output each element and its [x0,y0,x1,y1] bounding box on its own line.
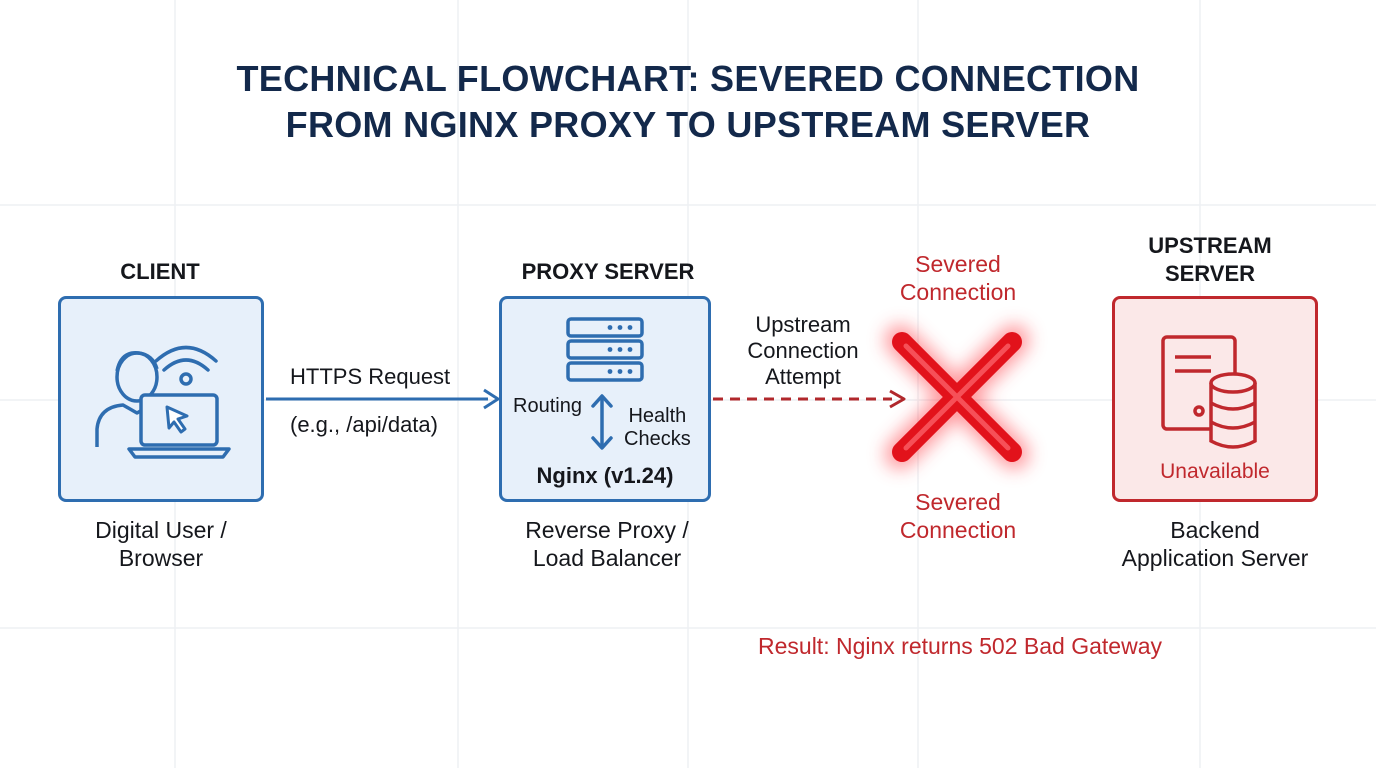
proxy-caption-line-2: Load Balancer [532,545,682,571]
severed-bottom-line-2: Connection [899,517,1017,543]
upstream-heading-line-1: UPSTREAM [1148,233,1272,258]
severed-top-line-2: Connection [899,279,1017,305]
unavailable-status: Unavailable [1160,460,1270,483]
severed-top-line-1: Severed [915,251,1001,277]
title-line-1: TECHNICAL FLOWCHART: SEVERED CONNECTION [236,58,1140,99]
client-caption-line-2: Browser [118,545,204,571]
client-box [58,296,264,502]
upstream-caption-line-2: Application Server [1121,545,1309,571]
attempt-line-3: Attempt [765,364,841,389]
upstream-box: Unavailable [1112,296,1318,502]
database-icon [1209,372,1257,449]
request-example: (e.g., /api/data) [290,412,438,437]
result-text: Result: Nginx returns 502 Bad Gateway [758,633,1162,659]
health-checks-line-2: Checks [624,428,691,450]
wifi-icon [154,345,218,386]
proxy-box: Routing Health Checks Nginx (v1.24) [499,296,711,502]
attempt-label: Upstream Connection Attempt [728,312,878,390]
upstream-heading: UPSTREAM SERVER [1090,232,1330,288]
server-rack-icon [566,317,644,382]
cursor-icon [165,405,189,434]
https-request-arrow [266,388,500,410]
nginx-version: Nginx (v1.24) [536,463,674,488]
severed-bottom-line-1: Severed [915,489,1001,515]
proxy-caption-line-1: Reverse Proxy / [525,517,689,543]
health-checks-line-1: Health [628,405,687,427]
upstream-caption: Backend Application Server [1090,516,1340,572]
title-line-2: FROM NGINX PROXY TO UPSTREAM SERVER [285,104,1091,145]
attempt-line-2: Connection [747,338,859,363]
routing-label: Routing [513,395,582,417]
severed-label-bottom: Severed Connection [868,488,1048,544]
proxy-heading: PROXY SERVER [521,259,695,284]
upstream-heading-line-2: SERVER [1164,261,1256,286]
client-caption-line-1: Digital User / [95,517,227,543]
severed-label-top: Severed Connection [868,250,1048,306]
proxy-caption: Reverse Proxy / Load Balancer [486,516,728,572]
bidirectional-arrow-icon [591,394,613,450]
red-x-icon [885,325,1029,469]
attempt-line-1: Upstream [755,312,851,337]
upstream-attempt-arrow [713,389,906,409]
request-label: HTTPS Request [290,364,451,389]
user-icon [95,351,159,447]
upstream-caption-line-1: Backend [1170,517,1260,543]
client-heading: CLIENT [120,259,200,284]
page-title: TECHNICAL FLOWCHART: SEVERED CONNECTION … [0,56,1376,148]
health-checks-label: Health Checks [624,405,691,451]
client-caption: Digital User / Browser [40,516,282,572]
